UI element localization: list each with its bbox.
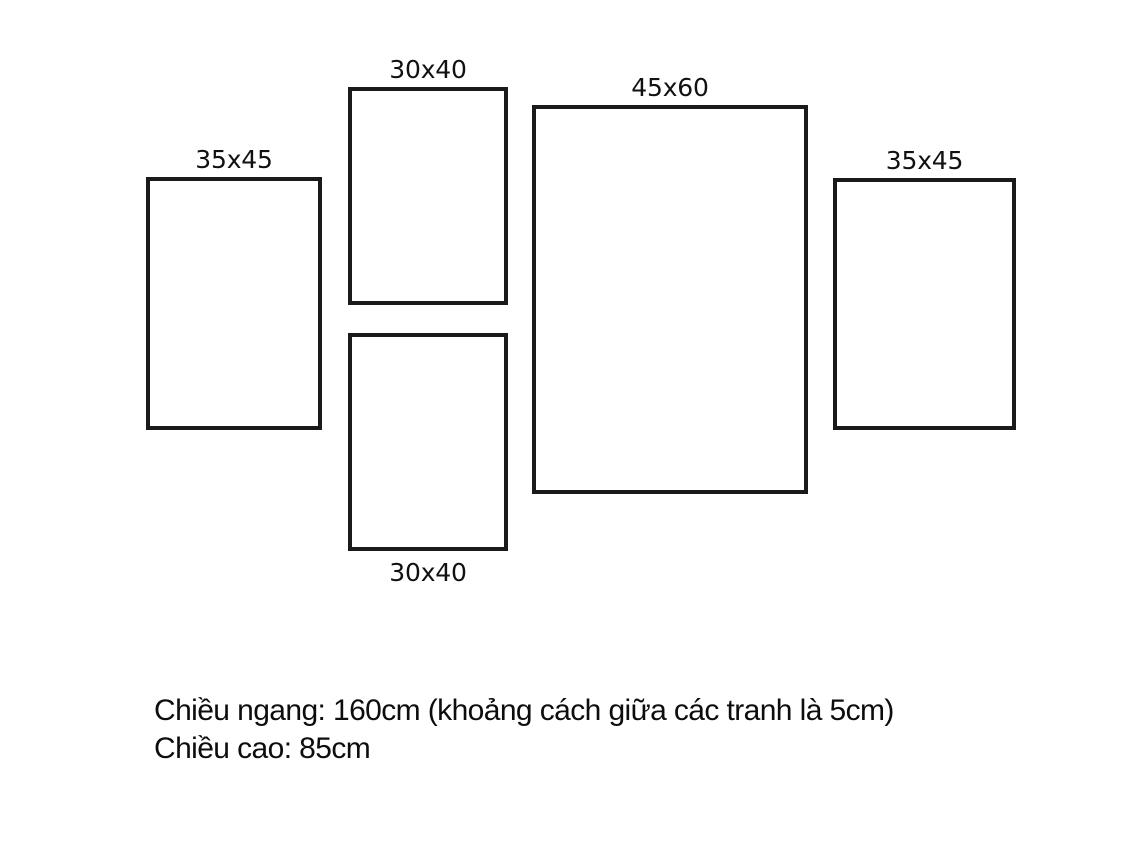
caption-block: Chiều ngang: 160cm (khoảng cách giữa các… <box>154 692 1054 768</box>
frame-center-large[interactable] <box>532 105 808 494</box>
frame-right[interactable] <box>833 178 1016 430</box>
caption-height-line: Chiều cao: 85cm <box>154 732 371 765</box>
caption-width-line: Chiều ngang: 160cm (khoảng cách giữa các… <box>154 694 894 727</box>
frame-top-center[interactable] <box>348 87 508 305</box>
frame-left[interactable] <box>146 177 322 430</box>
frame-top-center-size-label: 30x40 <box>389 55 467 84</box>
frame-center-large-size-label: 45x60 <box>631 73 709 102</box>
frame-bottom-center[interactable] <box>348 333 508 551</box>
frame-left-size-label: 35x45 <box>195 145 273 174</box>
frame-right-size-label: 35x45 <box>885 146 964 175</box>
frame-bottom-center-size-label: 30x40 <box>389 558 467 587</box>
